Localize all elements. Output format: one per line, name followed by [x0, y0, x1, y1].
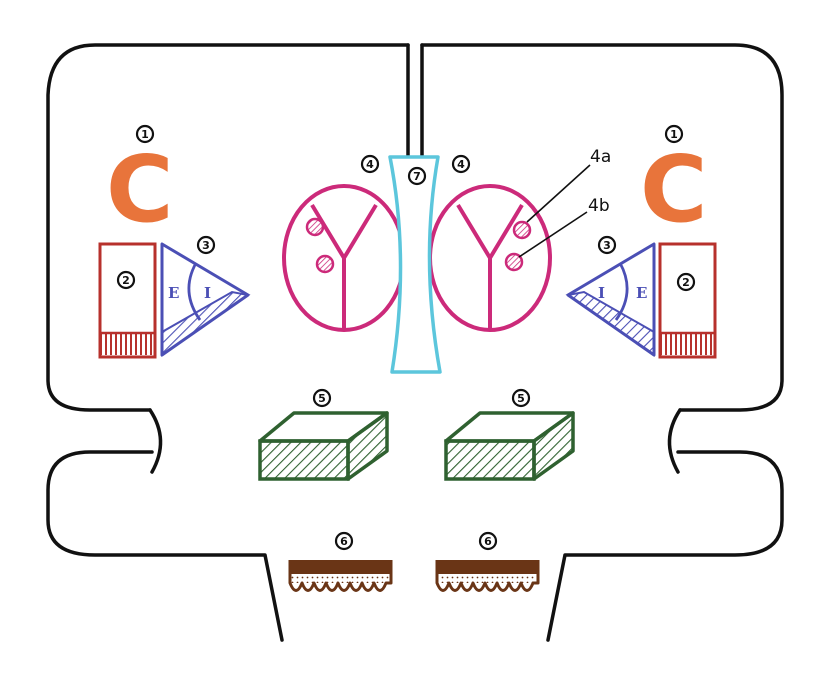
green-box-left [258, 411, 389, 481]
brown-comb-left [288, 560, 393, 592]
magenta-circle-right [428, 184, 552, 332]
c-letter-left: C [106, 136, 174, 243]
marker-1-left: 1 [135, 124, 155, 144]
marker-2-right: 2 [676, 272, 696, 292]
marker-6-right: 6 [478, 531, 498, 551]
red-block-left [98, 242, 157, 359]
green-box-right [444, 411, 575, 481]
marker-4-right-text: 4 [457, 158, 465, 171]
cyan-channel [388, 155, 442, 374]
cell-outline [46, 43, 784, 642]
label-4b: 4b [588, 196, 610, 216]
magenta-circle-left [282, 184, 406, 332]
marker-3-right-text: 3 [603, 239, 611, 252]
label-4a: 4a [590, 147, 611, 167]
c-letter-right: C [640, 136, 708, 243]
marker-7-text: 7 [413, 170, 421, 183]
marker-1-right-text: 1 [670, 128, 678, 141]
marker-2-right-text: 2 [682, 276, 690, 289]
pointer-line-4b [518, 211, 588, 258]
marker-4-left-text: 4 [366, 158, 374, 171]
marker-3-left-text: 3 [202, 239, 210, 252]
marker-3-right: 3 [597, 235, 617, 255]
i-letter-right: I [598, 284, 605, 302]
red-block-right [658, 242, 717, 359]
marker-6-right-text: 6 [484, 535, 492, 548]
marker-2-left: 2 [116, 270, 136, 290]
pointer-line-4a [526, 164, 591, 223]
blue-triangle-right [565, 242, 656, 357]
marker-4-left: 4 [360, 154, 380, 174]
marker-1-left-text: 1 [141, 128, 149, 141]
marker-5-left: 5 [312, 388, 332, 408]
marker-4-right: 4 [451, 154, 471, 174]
marker-7: 7 [407, 166, 427, 186]
marker-6-left: 6 [334, 531, 354, 551]
e-letter-right: E [636, 284, 647, 302]
brown-comb-right [435, 560, 540, 592]
blue-triangle-left [160, 242, 251, 357]
marker-5-right-text: 5 [517, 392, 525, 405]
marker-2-left-text: 2 [122, 274, 130, 287]
i-letter-left: I [204, 284, 211, 302]
marker-5-left-text: 5 [318, 392, 326, 405]
marker-6-left-text: 6 [340, 535, 348, 548]
e-letter-left: E [168, 284, 179, 302]
marker-3-left: 3 [196, 235, 216, 255]
marker-5-right: 5 [511, 388, 531, 408]
marker-1-right: 1 [664, 124, 684, 144]
